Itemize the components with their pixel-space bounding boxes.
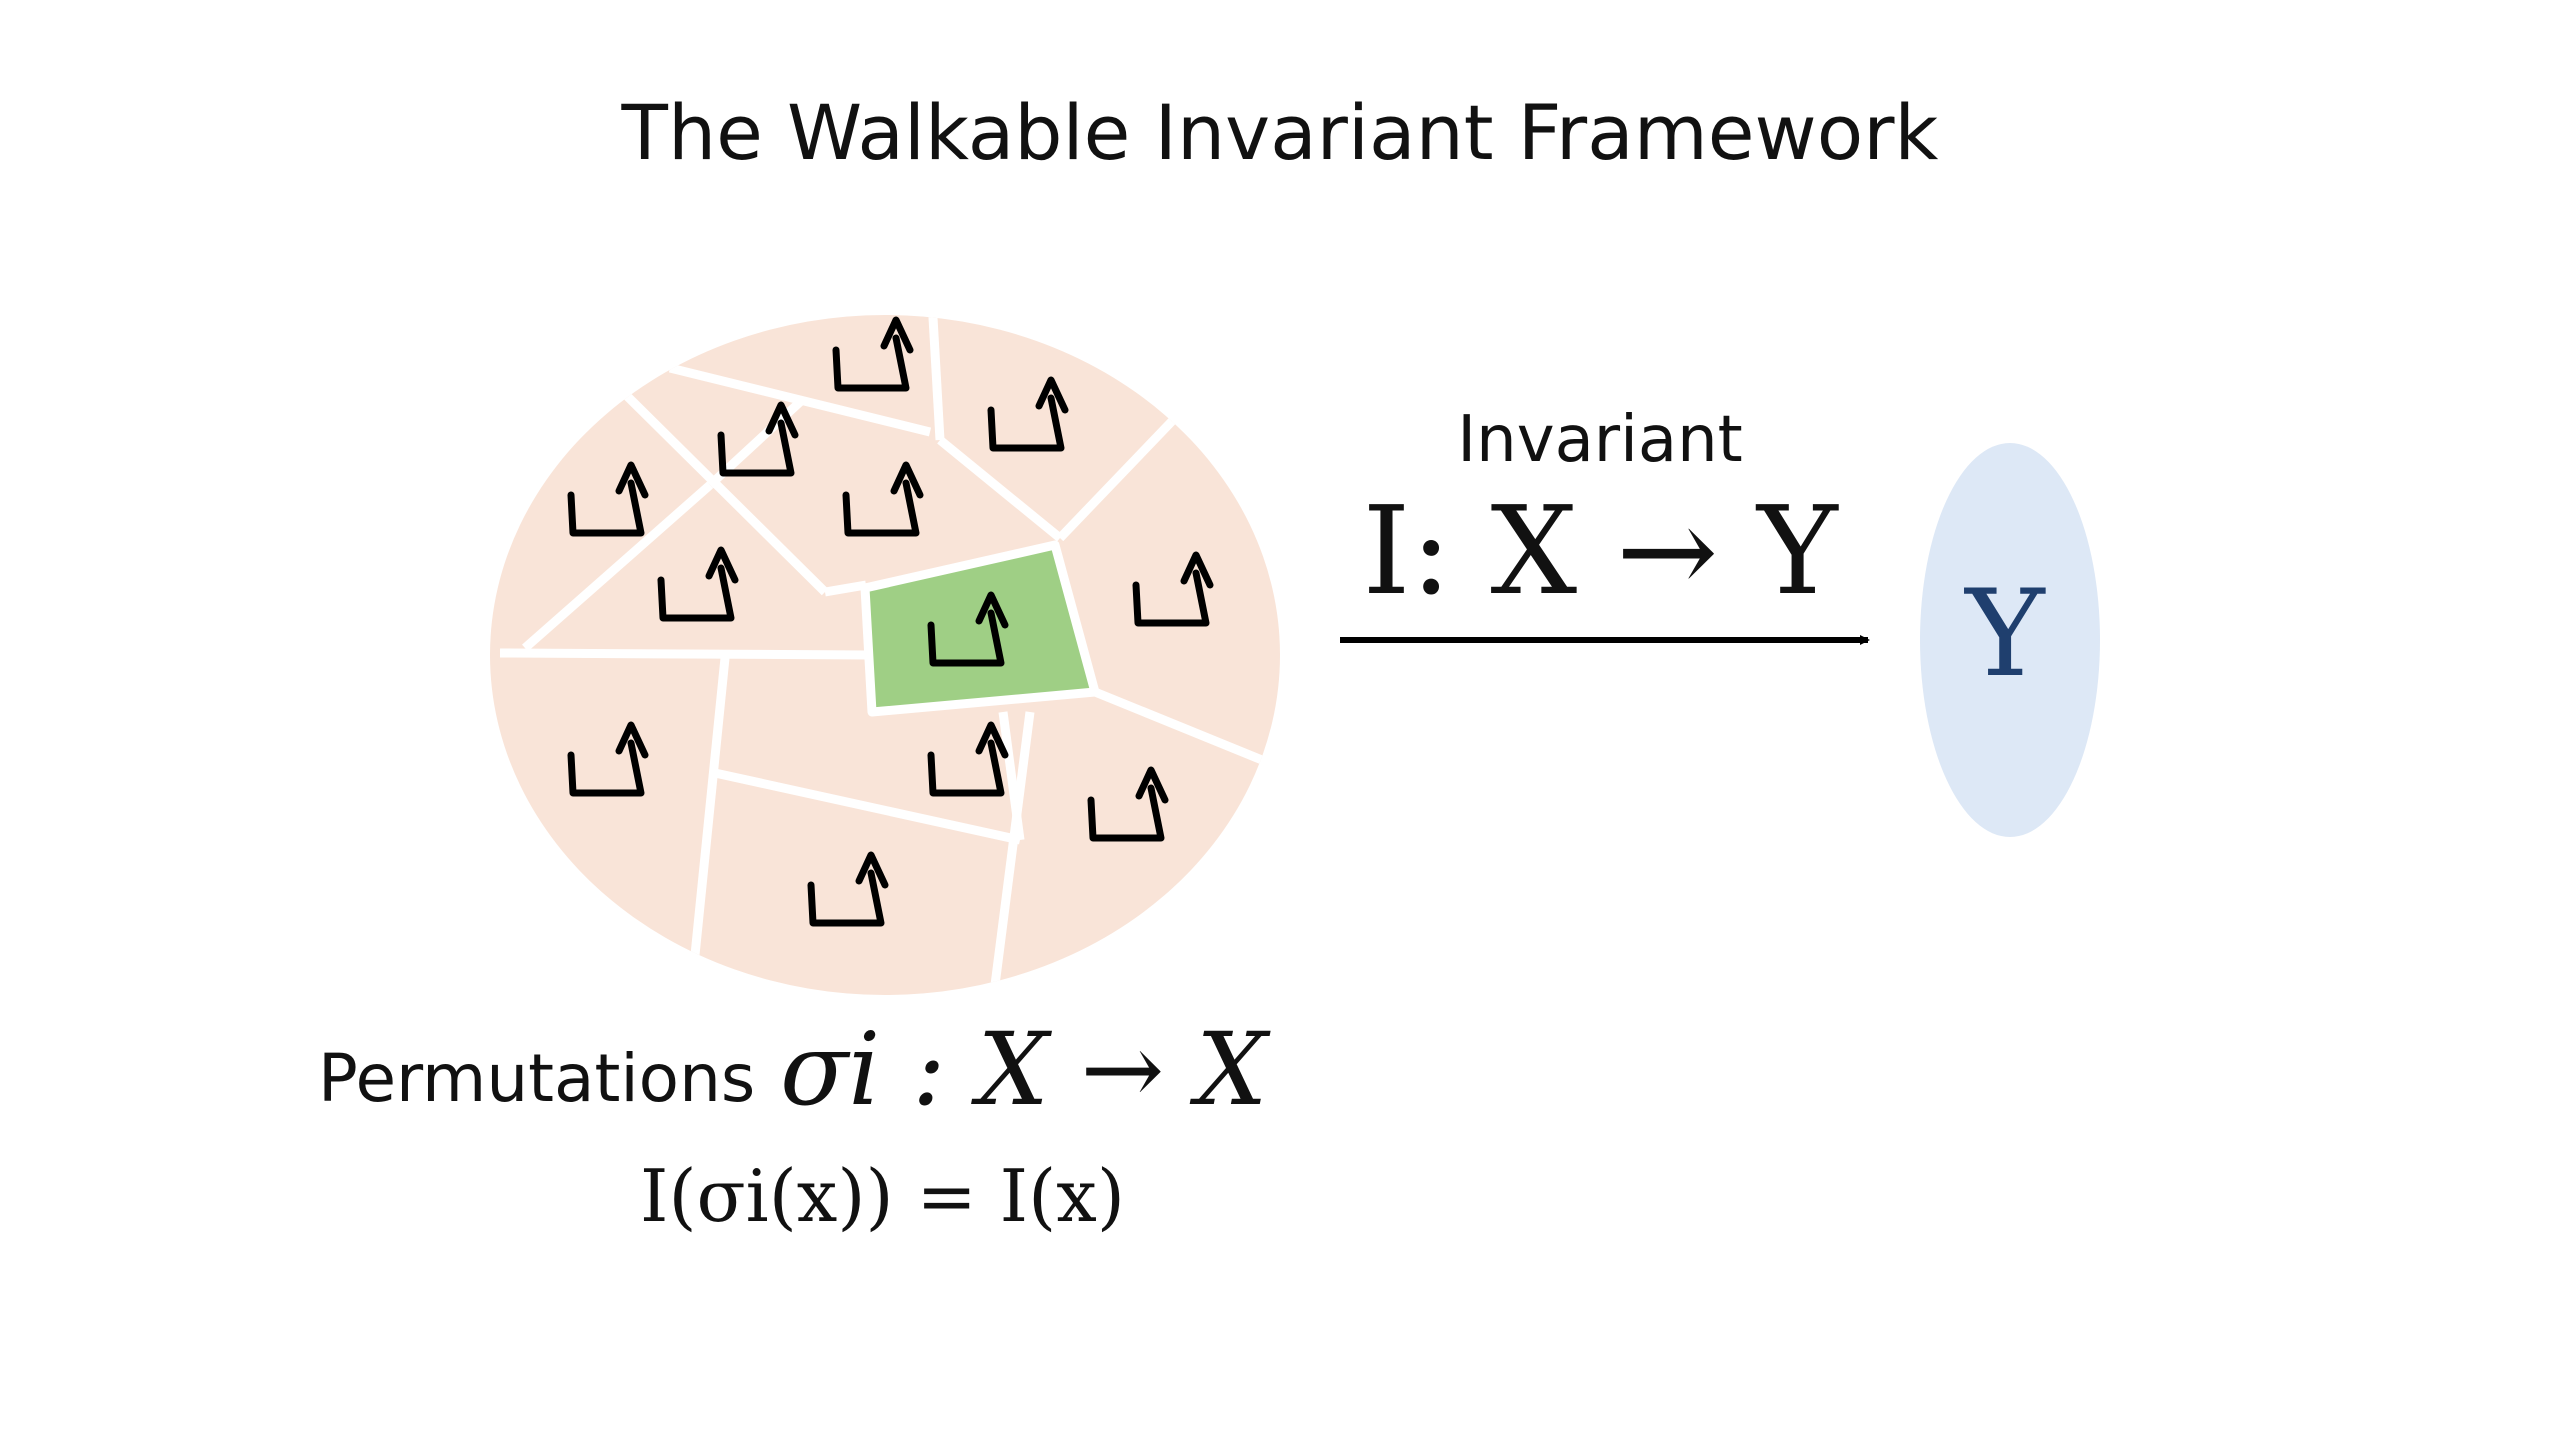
region-boundaries bbox=[499, 315, 1264, 986]
cycle-arrow-icon bbox=[1087, 766, 1169, 842]
cycle-arrow-icon bbox=[987, 376, 1069, 452]
invariance-equation: I(σi(x)) = I(x) bbox=[640, 1154, 1125, 1238]
cycle-arrow-icon bbox=[567, 461, 649, 537]
codomain-label: Y bbox=[1965, 565, 2045, 704]
cycle-arrow-icon bbox=[807, 851, 889, 927]
cycle-arrow-icon bbox=[1132, 551, 1214, 627]
highlighted-region bbox=[860, 540, 1100, 717]
permutation-formula: σi : X → X bbox=[780, 1011, 1268, 1128]
cycle-arrow-icon bbox=[567, 721, 649, 797]
codomain-ellipse bbox=[1920, 443, 2100, 837]
permutations-label: Permutations bbox=[318, 1040, 756, 1117]
loop-icons bbox=[567, 316, 1214, 927]
cycle-arrow-icon bbox=[927, 591, 1009, 667]
cycle-arrow-icon bbox=[842, 461, 924, 537]
domain-set bbox=[490, 315, 1280, 995]
invariant-map-formula: I: X → Y bbox=[1362, 480, 1838, 622]
cycle-arrow-icon bbox=[832, 316, 914, 392]
invariant-label: Invariant bbox=[1457, 403, 1743, 477]
cycle-arrow-icon bbox=[657, 546, 739, 622]
cycle-arrow-icon bbox=[717, 401, 799, 477]
cycle-arrow-icon bbox=[927, 721, 1009, 797]
slide-title: The Walkable Invariant Framework bbox=[621, 88, 1939, 177]
